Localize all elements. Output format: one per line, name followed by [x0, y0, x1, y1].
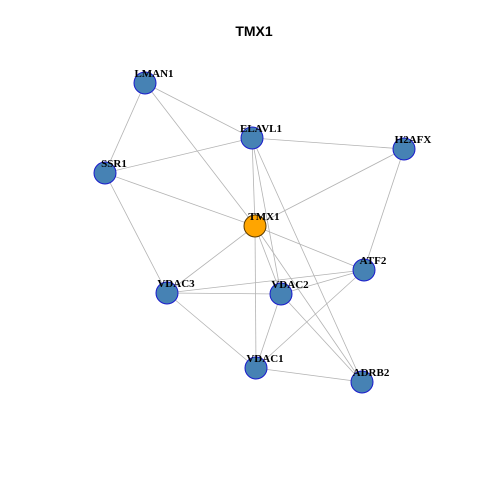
edge-elavl1-adrb2 [251, 137, 363, 383]
edge-vdac2-vdac1 [255, 293, 282, 369]
edge-vdac2-adrb2 [280, 293, 363, 383]
edge-ssr1-elavl1 [104, 137, 253, 174]
node-label-lman1: LMAN1 [134, 68, 173, 80]
node-tmx1[interactable] [243, 214, 267, 238]
edge-vdac1-adrb2 [255, 367, 363, 383]
edge-ssr1-vdac3 [104, 172, 168, 294]
node-layer [93, 71, 416, 394]
edge-elavl1-h2afx [251, 137, 405, 150]
node-label-adrb2: ADRB2 [353, 367, 390, 379]
node-vdac1[interactable] [244, 356, 268, 380]
node-ssr1[interactable] [93, 161, 117, 185]
node-h2afx[interactable] [392, 137, 416, 161]
edge-atf2-vdac3 [166, 269, 365, 294]
node-label-ssr1: SSR1 [101, 158, 127, 170]
edge-tmx1-adrb2 [254, 225, 363, 383]
node-label-vdac2: VDAC2 [271, 279, 309, 291]
node-elavl1[interactable] [240, 126, 264, 150]
edge-tmx1-vdac2 [254, 225, 282, 295]
graph-title: TMX1 [235, 23, 273, 39]
edge-elavl1-tmx1 [251, 137, 256, 227]
edge-tmx1-vdac1 [254, 225, 257, 369]
edge-h2afx-atf2 [363, 148, 405, 271]
edge-vdac3-vdac1 [166, 292, 257, 369]
edge-layer [104, 82, 405, 383]
node-lman1[interactable] [133, 71, 157, 95]
node-atf2[interactable] [352, 258, 376, 282]
edge-ssr1-tmx1 [104, 172, 256, 227]
node-label-atf2: ATF2 [360, 255, 387, 267]
node-adrb2[interactable] [350, 370, 374, 394]
edge-atf2-vdac2 [280, 269, 365, 295]
node-label-vdac3: VDAC3 [157, 278, 195, 290]
edge-atf2-vdac1 [255, 269, 365, 369]
edge-h2afx-tmx1 [254, 148, 405, 227]
edge-lman1-ssr1 [104, 82, 146, 174]
edge-lman1-tmx1 [144, 82, 256, 227]
node-label-elavl1: ELAVL1 [240, 123, 282, 135]
node-label-h2afx: H2AFX [395, 134, 432, 146]
node-vdac3[interactable] [155, 281, 179, 305]
edge-tmx1-atf2 [254, 225, 365, 271]
edge-lman1-elavl1 [144, 82, 253, 139]
edge-elavl1-vdac2 [251, 137, 282, 295]
node-label-vdac1: VDAC1 [246, 353, 283, 365]
node-label-tmx1: TMX1 [248, 211, 279, 223]
node-vdac2[interactable] [269, 282, 293, 306]
edge-vdac3-vdac2 [166, 292, 282, 295]
edge-tmx1-vdac3 [166, 225, 256, 294]
